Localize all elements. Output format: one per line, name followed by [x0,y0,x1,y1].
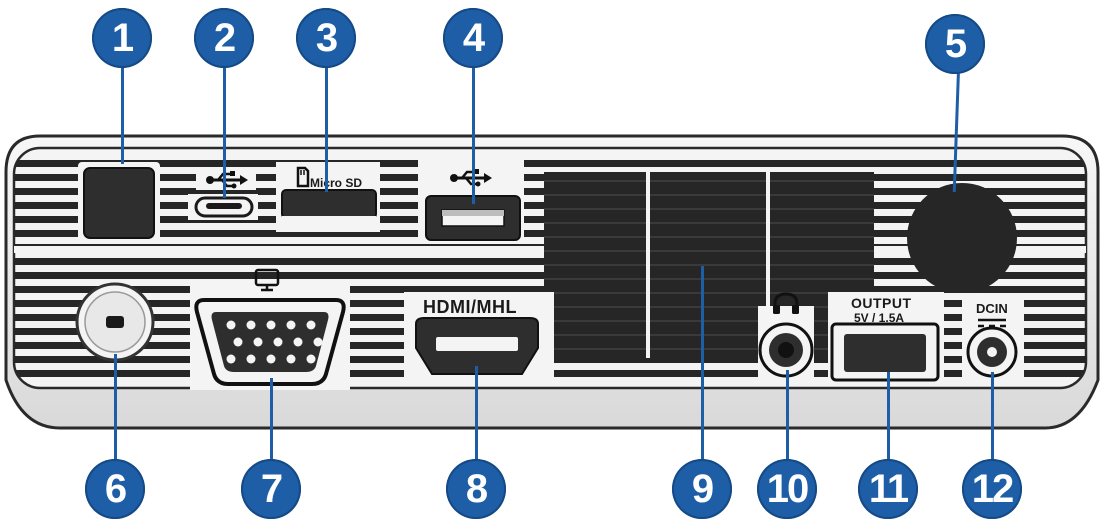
leader-line-12 [991,372,994,464]
power-button[interactable] [83,167,155,239]
callout-9: 9 [672,459,732,519]
callout-6: 6 [85,459,145,519]
callout-12: 12 [962,459,1022,519]
leader-line-6 [114,354,117,462]
callout-3: 3 [296,8,356,68]
callout-8: 8 [446,459,506,519]
leader-line-1 [121,64,124,164]
dc-polarity-icon [978,318,1006,328]
sd-card-icon [296,166,310,188]
usb-icon [450,169,492,187]
leader-line-4 [472,64,475,204]
headphone-icon [773,292,799,314]
callout-1: 1 [92,8,152,68]
hdmi-label: HDMI/MHL [423,297,517,317]
leader-line-3 [325,64,328,192]
callout-10: 10 [757,459,817,519]
callout-4: 4 [443,8,503,68]
leader-line-9 [701,266,704,464]
output-label-line1: OUTPUT [851,295,912,311]
leader-line-7 [270,378,273,464]
leader-line-8 [475,366,478,464]
leader-line-11 [887,372,890,464]
micro-sd-label: Micro SD [310,176,363,190]
micro-sd-slot[interactable] [281,189,377,219]
output-label-line2: 5V / 1.5A [854,311,905,325]
leader-line-2 [223,64,226,198]
leader-line-10 [786,370,789,464]
dcin-label: DCIN [976,301,1008,316]
usb-output-port[interactable] [844,334,926,372]
monitor-icon [254,268,280,292]
callout-11: 11 [858,459,918,519]
callout-7: 7 [241,459,301,519]
callout-5: 5 [925,14,985,74]
callout-2: 2 [194,8,254,68]
fan-vent [907,183,1017,293]
